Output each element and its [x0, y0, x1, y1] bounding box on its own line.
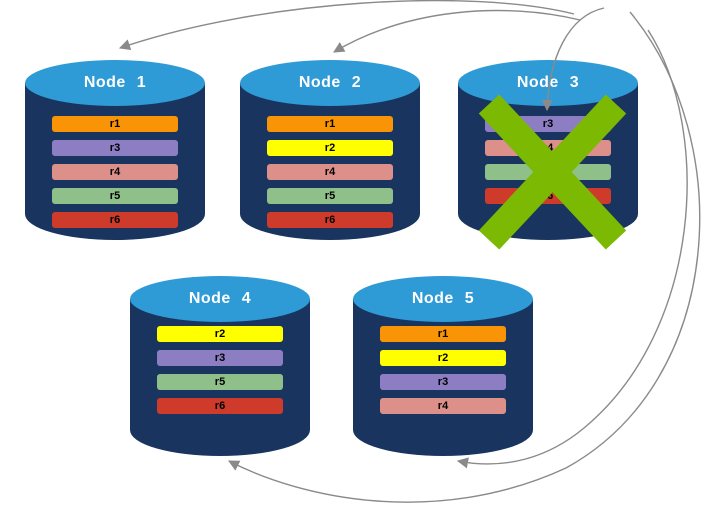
- replica-bar: r6: [157, 398, 283, 414]
- replica-bar: r3: [485, 116, 611, 132]
- replica-bar: r4: [52, 164, 178, 180]
- node-1-replica-list: r1 r3 r4 r5 r6: [52, 116, 178, 228]
- node-1-cylinder-top: Node 1: [25, 60, 205, 106]
- replica-bar: r5: [267, 188, 393, 204]
- node-3: Node 3 r3 r4 r5 r6: [458, 60, 638, 240]
- node-1-title: Node 1: [83, 74, 147, 91]
- node-2: Node 2 r1 r2 r4 r5 r6: [240, 60, 420, 240]
- node-2-cylinder-top: Node 2: [240, 60, 420, 106]
- replica-bar: r4: [267, 164, 393, 180]
- node-4-title: Node 4: [188, 290, 252, 307]
- node-1: Node 1 r1 r3 r4 r5 r6: [25, 60, 205, 240]
- node-3-replica-list: r3 r4 r5 r6: [485, 116, 611, 204]
- replica-bar: r3: [157, 350, 283, 366]
- replica-bar: r5: [485, 164, 611, 180]
- replica-bar: r6: [52, 212, 178, 228]
- node-4-replica-list: r2 r3 r5 r6: [157, 326, 283, 414]
- replica-bar: r1: [267, 116, 393, 132]
- replica-bar: r5: [52, 188, 178, 204]
- replica-bar: r1: [52, 116, 178, 132]
- node-2-title: Node 2: [298, 74, 362, 91]
- node-5-title: Node 5: [411, 290, 475, 307]
- node-5-replica-list: r1 r2 r3 r4: [380, 326, 506, 414]
- arrow-to-node-2: [333, 9, 581, 53]
- arrow-to-node-1: [118, 0, 575, 51]
- replica-bar: r3: [380, 374, 506, 390]
- node-4-cylinder-top: Node 4: [130, 276, 310, 322]
- node-3-cylinder-top: Node 3: [458, 60, 638, 106]
- replica-bar: r1: [380, 326, 506, 342]
- replica-bar: r2: [267, 140, 393, 156]
- replica-bar: r2: [157, 326, 283, 342]
- replica-bar: r6: [485, 188, 611, 204]
- replica-bar: r4: [485, 140, 611, 156]
- replica-bar: r6: [267, 212, 393, 228]
- node-5-cylinder-top: Node 5: [353, 276, 533, 322]
- node-3-title: Node 3: [516, 74, 580, 91]
- replica-bar: r5: [157, 374, 283, 390]
- node-4: Node 4 r2 r3 r5 r6: [130, 276, 310, 456]
- replica-bar: r2: [380, 350, 506, 366]
- replica-bar: r4: [380, 398, 506, 414]
- replica-bar: r3: [52, 140, 178, 156]
- node-2-replica-list: r1 r2 r4 r5 r6: [267, 116, 393, 228]
- node-5: Node 5 r1 r2 r3 r4: [353, 276, 533, 456]
